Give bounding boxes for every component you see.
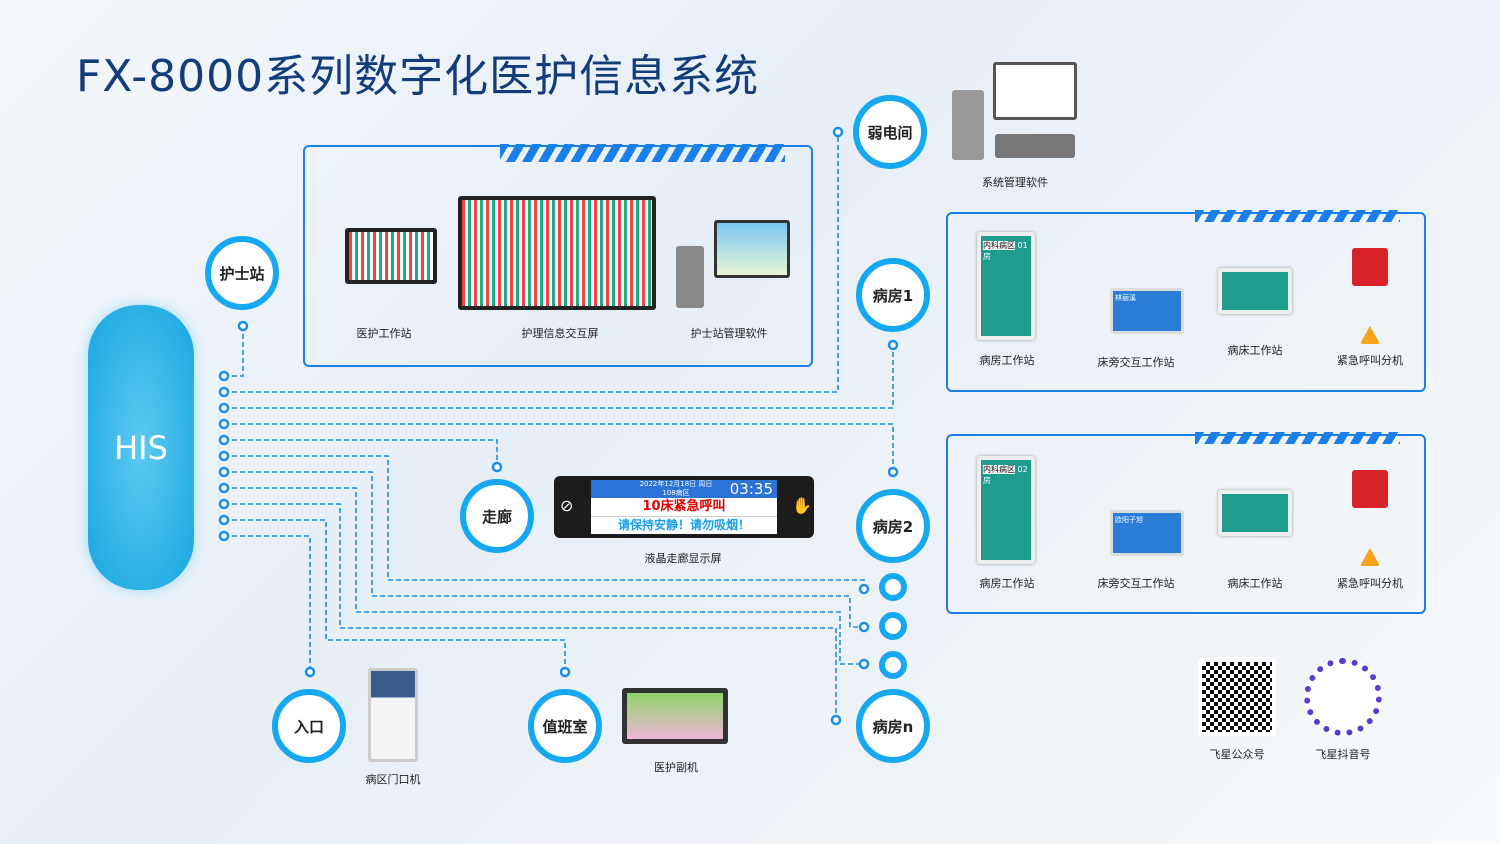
line-r5 [224, 487, 864, 665]
caption: 病区门口机 [365, 773, 421, 786]
room1-emergency-image [1352, 248, 1388, 286]
server-tower-image [952, 90, 984, 160]
caption: 床旁交互工作站 [1097, 577, 1175, 590]
room1-bedside-image: 林丽溪 [1110, 288, 1184, 334]
node-corridor: 走廊 [460, 479, 534, 553]
line-rn [224, 503, 837, 720]
caption: 液晶走廊显示屏 [644, 552, 722, 565]
caption: 病床工作站 [1227, 577, 1283, 590]
node-room-extra [879, 651, 907, 679]
ward-label: 内科病区 [983, 241, 1015, 250]
caption: 系统管理软件 [982, 176, 1048, 189]
frame-stripes [1195, 432, 1400, 444]
node-room2: 病房2 [856, 489, 930, 563]
ward-label: 内科病区 [983, 465, 1015, 474]
frame-stripes [1195, 210, 1400, 222]
line-entrance [224, 535, 311, 672]
room2-bedside-image: 欧阳子旭 [1110, 510, 1184, 556]
node-duty-room: 值班室 [528, 689, 602, 763]
display-alert: 10床紧急呼叫 [591, 498, 777, 517]
pull-cord-icon [1360, 548, 1380, 566]
display-time: 03:35 [729, 480, 773, 498]
caption: 医护副机 [654, 761, 698, 774]
node-room-extra [879, 573, 907, 601]
hand-wash-icon: ✋ [792, 496, 812, 515]
node-room-extra [879, 612, 907, 640]
no-smoking-icon: ⊘ [560, 496, 574, 515]
line-nurse [224, 326, 244, 377]
duty-unit-image [622, 688, 728, 744]
room-label: 02房 [983, 465, 1028, 485]
room2-bed-image [1218, 490, 1292, 536]
room1-bed-image [1218, 268, 1292, 314]
keyboard-image [995, 134, 1075, 158]
douyin-qr-code [1304, 658, 1382, 736]
pull-cord-icon [1360, 326, 1380, 344]
frame-stripes [500, 144, 785, 162]
caption: 病床工作站 [1227, 344, 1283, 357]
display-ward: 108病区 [662, 489, 690, 497]
caption: 护理信息交互屏 [521, 327, 599, 340]
node-weak-room: 弱电间 [853, 95, 927, 169]
line-room1 [224, 345, 894, 409]
line-weak [224, 132, 839, 393]
room-label: 01房 [983, 241, 1028, 261]
line-r3 [224, 455, 865, 589]
patient-name: 欧阳子旭 [1115, 516, 1143, 524]
entrance-unit-image [368, 668, 418, 762]
nurse-workstation-image [345, 228, 437, 284]
display-date: 2022年12月18日 周日 [639, 480, 713, 488]
line-r4 [224, 471, 864, 628]
caption: 飞星抖音号 [1315, 748, 1371, 761]
line-room2 [224, 423, 894, 472]
caption: 护士站管理软件 [690, 327, 768, 340]
nursing-interactive-screen-image [458, 196, 656, 310]
his-cloud: HIS [88, 305, 194, 590]
patient-name: 林丽溪 [1115, 294, 1136, 302]
line-corridor [224, 439, 498, 467]
room1-frame [946, 212, 1426, 392]
pc-tower-image [676, 246, 704, 308]
room2-frame [946, 434, 1426, 614]
room2-emergency-image [1352, 470, 1388, 508]
caption: 飞星公众号 [1209, 748, 1265, 761]
node-nurse-station: 护士站 [205, 236, 279, 310]
room1-workstation-image: 内科病区 01房 [977, 232, 1035, 340]
caption: 医护工作站 [356, 327, 412, 340]
nurse-software-image [714, 220, 790, 278]
node-room1: 病房1 [856, 258, 930, 332]
caption: 紧急呼叫分机 [1337, 577, 1403, 590]
caption: 病房工作站 [979, 577, 1035, 590]
display-notice: 请保持安静！请勿吸烟！ [617, 518, 750, 532]
caption: 紧急呼叫分机 [1337, 354, 1403, 367]
wechat-qr-code [1198, 658, 1276, 736]
caption: 病房工作站 [979, 354, 1035, 367]
line-duty [224, 519, 566, 672]
node-roomn: 病房n [856, 689, 930, 763]
caption: 床旁交互工作站 [1097, 356, 1175, 369]
room2-workstation-image: 内科病区 02房 [977, 456, 1035, 564]
page-title: FX-8000系列数字化医护信息系统 [76, 51, 760, 102]
node-entrance: 入口 [272, 689, 346, 763]
management-monitor-image [993, 62, 1077, 120]
